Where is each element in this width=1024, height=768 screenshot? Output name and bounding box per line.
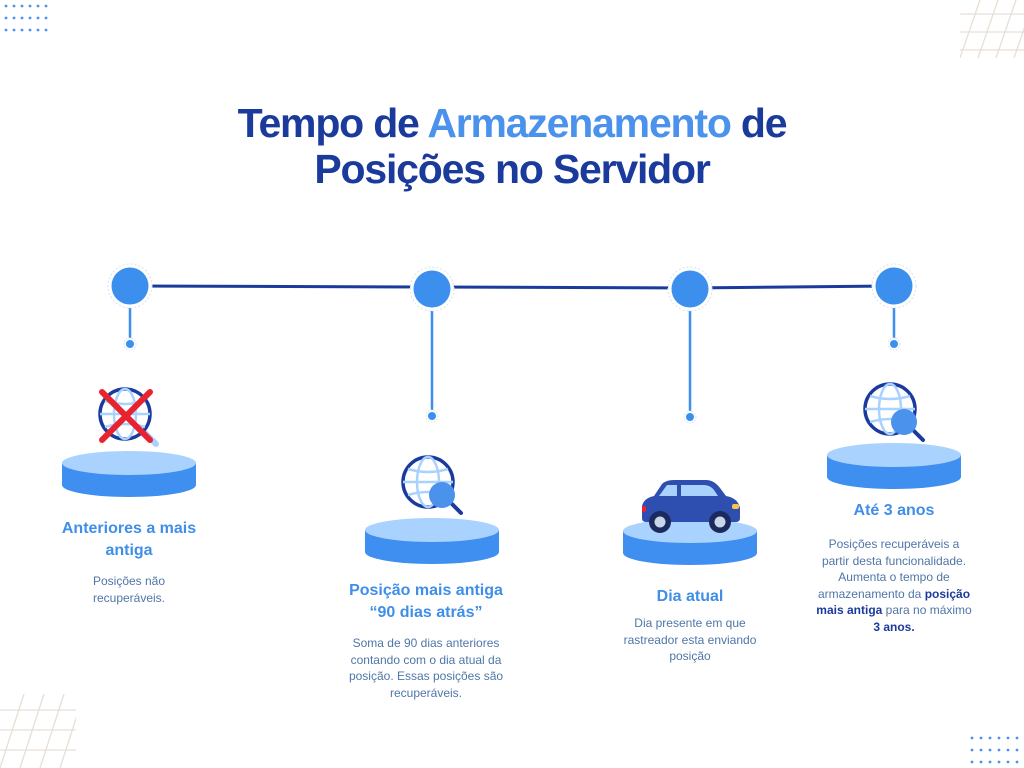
step-1: Anteriores a mais antiga Posições não re… [54,518,204,606]
hatch-pattern-top-right [960,0,1024,58]
hatch-pattern-bottom-left [0,694,76,768]
step-2: Posição mais antiga “90 dias atrás” Soma… [336,580,516,701]
step-3: Dia atual Dia presente em que rastreador… [610,586,770,665]
car-icon [642,480,740,533]
title-line-2: Posições no Servidor [314,146,710,192]
podium-4 [827,443,961,489]
timeline-node-2 [409,266,455,423]
step-2-desc: Soma de 90 dias anteriores contando com … [348,636,504,700]
title-line-1: Tempo de Armazenamento de [237,100,788,146]
step-3-title: Dia atual [656,588,724,605]
timeline-node-4 [871,263,917,351]
step-2-title: Posição mais antiga “90 dias atrás” [349,582,503,621]
page-title: Tempo de Armazenamento de Posições no Se… [0,100,1024,192]
step-1-title: Anteriores a mais antiga [61,520,197,559]
globe-crossed-icon [98,387,159,447]
podium-1 [62,451,196,497]
globe-search-icon [863,382,925,442]
timeline-node-1 [107,263,153,351]
title-accent: Armazenamento [427,100,732,146]
highlight-posicao-mais-antiga: posição mais antiga [816,586,971,618]
timeline-main-line [129,284,895,290]
step-3-desc: Dia presente em que rastreador esta envi… [623,616,757,663]
step-4-desc: Posições recuperáveis a partir desta fun… [816,537,972,634]
step-4-title: Até 3 anos [853,502,935,519]
step-1-desc: Posições não recuperáveis. [92,574,166,605]
highlight-3-anos: 3 anos. [873,619,915,634]
step-4: Até 3 anos Posições recuperáveis a parti… [806,500,982,635]
timeline-node-3 [667,266,713,424]
dots-pattern-bottom-right [970,736,1019,764]
globe-search-icon [401,455,463,515]
dots-pattern-top-left [4,4,48,32]
podium-2 [365,518,499,564]
